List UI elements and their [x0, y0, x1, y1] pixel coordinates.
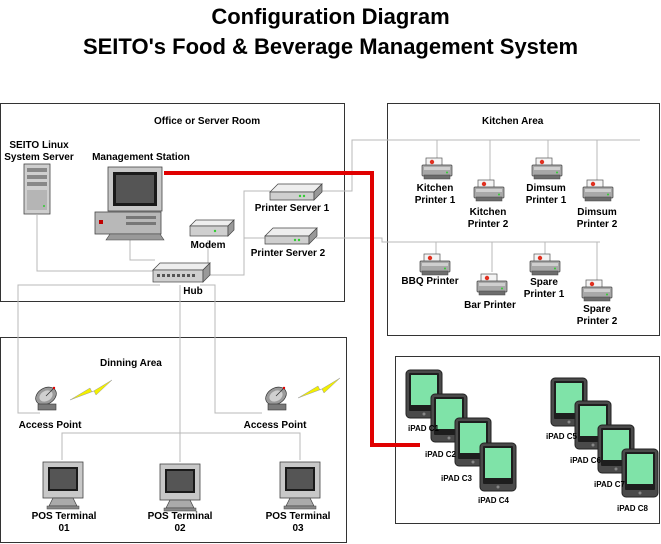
management-station-label: Management Station	[92, 152, 190, 163]
printer-server-2-label: Printer Server 2	[250, 248, 326, 259]
kitchen-area-box	[387, 103, 660, 336]
ipad-c8-label: iPAD C8	[617, 504, 648, 513]
title-line-1: Configuration Diagram	[211, 4, 450, 29]
pos-terminal-2-label: POS Terminal 02	[147, 511, 213, 534]
pos-terminal-2-icon	[159, 463, 201, 512]
spare-printer-2-label: Spare Printer 2	[576, 304, 618, 327]
ipad-c7-label: iPAD C7	[594, 480, 625, 489]
ipad-area-box	[395, 356, 660, 524]
ipad-c3-label: iPAD C3	[441, 474, 472, 483]
bar-printer-icon	[476, 273, 508, 296]
linux-server-label: SEITO Linux System Server	[4, 140, 74, 163]
modem-label: Modem	[190, 240, 226, 251]
ipad-c1-label: iPAD C1	[408, 424, 439, 433]
kitchen-printer-2-icon	[473, 179, 505, 202]
ipad-c4-label: iPAD C4	[478, 496, 509, 505]
bar-printer-label: Bar Printer	[464, 300, 516, 311]
kitchen-area-label: Kitchen Area	[482, 116, 544, 127]
printer-server-1-label: Printer Server 1	[254, 203, 330, 214]
kitchen-printer-2-label: Kitchen Printer 2	[467, 207, 509, 230]
pos-terminal-3-label: POS Terminal 03	[265, 511, 331, 534]
modem-icon	[189, 219, 235, 237]
spare-printer-1-label: Spare Printer 1	[523, 277, 565, 300]
kitchen-printer-1-label: Kitchen Printer 1	[414, 183, 456, 206]
hub-icon	[152, 262, 211, 283]
kitchen-printer-1-icon	[421, 157, 453, 180]
pos-terminal-3-icon	[279, 461, 321, 510]
wireless-signal-icon	[297, 377, 341, 399]
access-point-1-label: Access Point	[18, 420, 82, 431]
dimsum-printer-2-label: Dimsum Printer 2	[576, 207, 618, 230]
title-line-2: SEITO's Food & Beverage Management Syste…	[82, 34, 579, 59]
ipad-c2-label: iPAD C2	[425, 450, 456, 459]
bbq-printer-icon	[419, 253, 451, 276]
access-point-1-icon	[31, 383, 61, 411]
dimsum-printer-1-label: Dimsum Printer 1	[525, 183, 567, 206]
dimsum-printer-1-icon	[531, 157, 563, 180]
network-lines	[17, 139, 640, 462]
bbq-printer-label: BBQ Printer	[401, 276, 459, 287]
office-area-box	[0, 103, 345, 302]
pos-terminal-1-label: POS Terminal 01	[31, 511, 97, 534]
pos-terminal-1-icon	[42, 461, 84, 510]
red-wireless-link	[164, 171, 420, 447]
management-station-icon	[94, 166, 165, 241]
office-area-label: Office or Server Room	[154, 116, 261, 127]
wireless-signal-icon	[69, 379, 113, 401]
dimsum-printer-2-icon	[582, 179, 614, 202]
printer-server-2-icon	[264, 227, 318, 245]
ipad-c6-label: iPAD C6	[570, 456, 601, 465]
access-point-2-icon	[261, 383, 291, 411]
hub-label: Hub	[183, 286, 203, 297]
ipad-c4-icon	[479, 442, 517, 492]
spare-printer-1-icon	[529, 253, 561, 276]
ipad-c5-label: iPAD C5	[546, 432, 577, 441]
spare-printer-2-icon	[581, 279, 613, 302]
ipad-c8-icon	[621, 448, 659, 498]
linux-server-icon	[23, 163, 51, 215]
printer-server-1-icon	[269, 183, 323, 201]
access-point-2-label: Access Point	[243, 420, 307, 431]
dining-area-label: Dinning Area	[100, 358, 162, 369]
dining-area-box	[0, 337, 347, 543]
